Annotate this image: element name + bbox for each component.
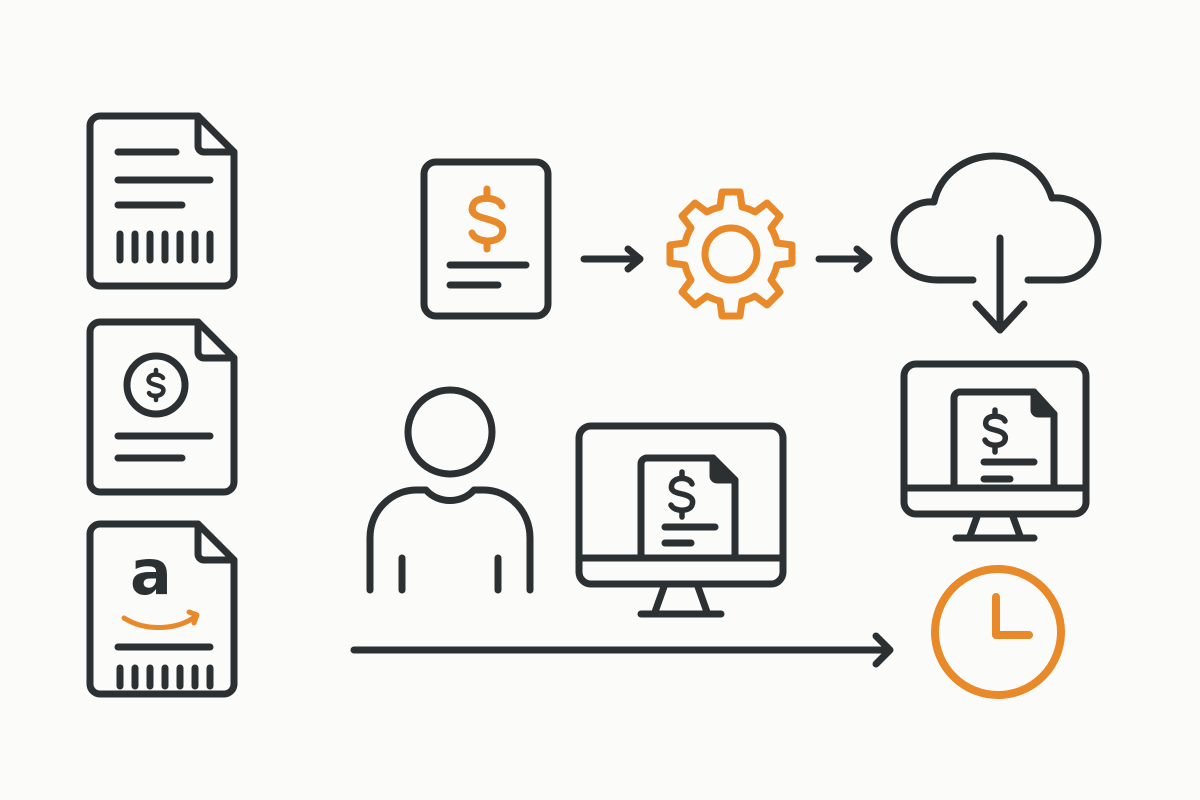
- person-icon: [362, 386, 538, 600]
- document-with-dollar-coin-icon: [86, 318, 238, 496]
- arrow-right-icon: [815, 245, 875, 273]
- amazon-a-glyph: a: [130, 536, 172, 609]
- gear-icon: [662, 185, 800, 323]
- cloud-download-icon: [888, 152, 1102, 337]
- document-with-amazon-logo-icon: a: [86, 520, 238, 698]
- monitor-invoice-icon: [900, 360, 1090, 542]
- clock-icon: [928, 562, 1068, 702]
- invoice-dollar-icon: [420, 158, 552, 320]
- arrow-right-icon: [580, 245, 646, 273]
- monitor-invoice-icon: [575, 422, 787, 618]
- document-with-barcode-icon: [86, 112, 238, 290]
- long-arrow-right-icon: [350, 632, 896, 668]
